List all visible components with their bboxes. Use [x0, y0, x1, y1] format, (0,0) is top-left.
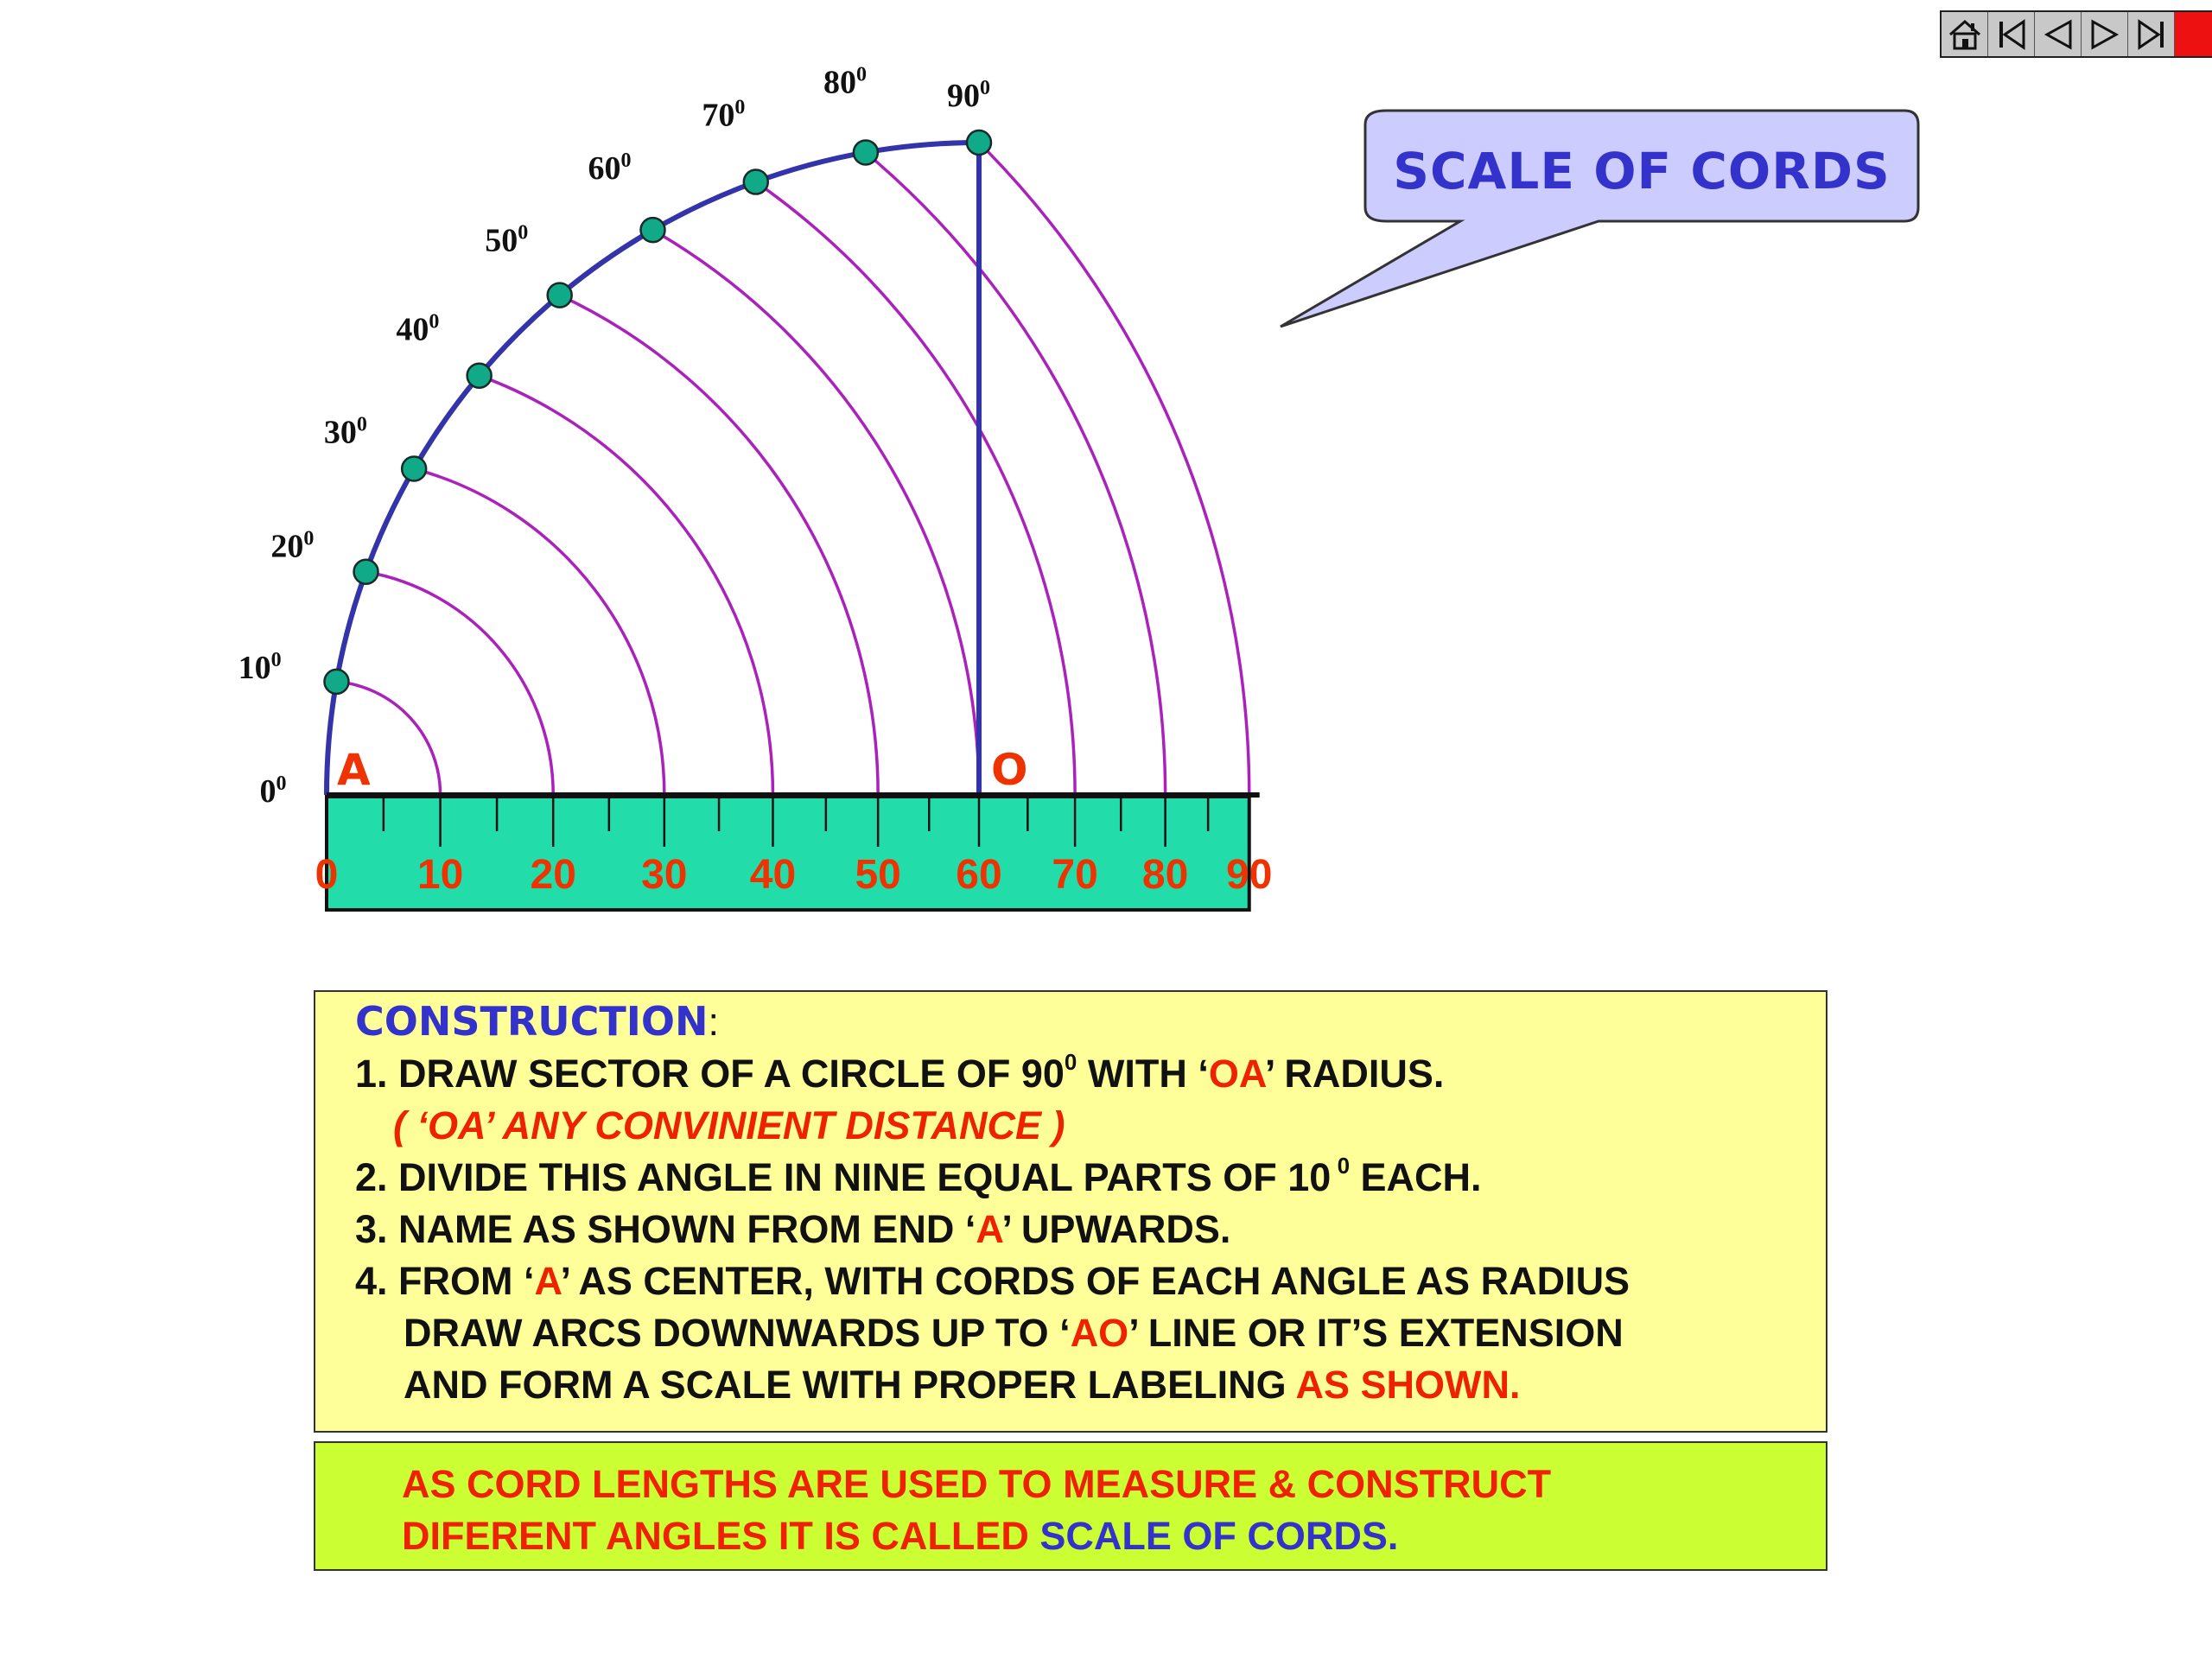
home-icon [1948, 19, 1980, 49]
sector-arc [324, 140, 980, 796]
scale-label: 60 [956, 852, 1001, 898]
division-point [546, 282, 573, 308]
next-slide-button[interactable] [2082, 12, 2128, 56]
note-line-2: DIFERENT ANGLES IT IS CALLED SCALE OF CO… [402, 1514, 1399, 1558]
point-o-label: O [991, 745, 1028, 795]
heading-colon: : [708, 1000, 720, 1044]
last-slide-button[interactable] [2128, 12, 2175, 56]
scale-label: 40 [750, 852, 796, 898]
scale-label: 30 [641, 852, 687, 898]
cord-arc [754, 181, 1077, 796]
angle-label: 600 [588, 149, 632, 187]
angle-label: 500 [485, 221, 528, 258]
angle-label: 700 [702, 96, 745, 133]
construction-heading: CONSTRUCTION [355, 998, 709, 1045]
scale-label: 0 [315, 852, 339, 898]
scale-label: 70 [1052, 852, 1097, 898]
cord-arc [652, 228, 981, 796]
slide-navigation [1940, 10, 2212, 58]
last-slide-icon [2138, 18, 2164, 50]
division-point [852, 139, 880, 166]
step-4: 4. FROM ‘A’ AS CENTER, WITH CORDS OF EAC… [355, 1259, 1630, 1303]
next-slide-icon [2091, 18, 2119, 50]
division-point [400, 455, 428, 482]
previous-slide-button[interactable] [2035, 12, 2082, 56]
stop-button[interactable] [2175, 12, 2212, 56]
cord-arc [336, 680, 442, 796]
callout-bubble [1280, 109, 1920, 328]
definition-note: AS CORD LENGTHS ARE USED TO MEASURE & CO… [314, 1441, 1827, 1571]
angle-label: 00 [260, 772, 287, 810]
previous-slide-icon [2044, 18, 2071, 50]
first-slide-icon [1999, 18, 2024, 50]
cord-arc [413, 467, 666, 796]
cord-arc [365, 570, 555, 796]
cord-arc [479, 374, 775, 796]
cord-arc [864, 151, 1167, 796]
scale-label: 90 [1226, 852, 1272, 898]
scale-label: 80 [1142, 852, 1188, 898]
division-point [742, 168, 770, 195]
step-1: 1. DRAW SECTOR OF A CIRCLE OF 900 WITH ‘… [355, 1049, 1445, 1096]
angle-label: 800 [823, 64, 867, 101]
angle-label: 300 [324, 414, 367, 451]
angle-label: 900 [947, 77, 990, 114]
step-3: 3. NAME AS SHOWN FROM END ‘A’ UPWARDS. [355, 1207, 1231, 1251]
step-4-line-2: DRAW ARCS DOWNWARDS UP TO ‘AO’ LINE OR I… [404, 1311, 1624, 1355]
angle-label: 200 [270, 527, 314, 564]
first-slide-button[interactable] [1988, 12, 2035, 56]
scale-of-cords-diagram: 0 10 20 30 40 50 60 70 80 90 00 100 200 300 400 500 600… [238, 64, 1920, 912]
step-2: 2. DIVIDE THIS ANGLE IN NINE EQUAL PARTS… [355, 1153, 1482, 1199]
division-point [965, 129, 993, 156]
cord-arc [558, 294, 880, 796]
point-a-label: A [337, 745, 371, 795]
division-point [466, 362, 493, 389]
scale-label: 50 [855, 852, 900, 898]
cord-arc [977, 141, 1251, 796]
angle-label: 400 [396, 310, 439, 347]
callout-title: SCALE OF CORDS [1393, 142, 1891, 200]
division-point [323, 668, 350, 696]
step-1-note: ( ‘OA’ ANY CONVINIENT DISTANCE ) [393, 1103, 1065, 1147]
step-4-line-3: AND FORM A SCALE WITH PROPER LABELING AS… [404, 1363, 1521, 1407]
division-point [639, 216, 666, 244]
scale-label: 20 [531, 852, 576, 898]
scale-label: 10 [417, 852, 463, 898]
construction-panel: CONSTRUCTION: 1. DRAW SECTOR OF A CIRCLE… [314, 990, 1827, 1433]
division-point [353, 558, 379, 586]
note-line-1: AS CORD LENGTHS ARE USED TO MEASURE & CO… [402, 1462, 1552, 1506]
home-button[interactable] [1942, 12, 1988, 56]
angle-label: 100 [238, 649, 282, 686]
